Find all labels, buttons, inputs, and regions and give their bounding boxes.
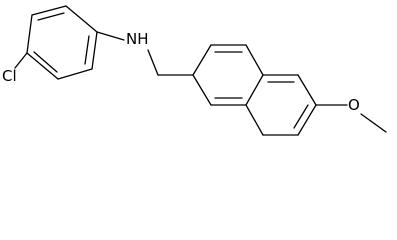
bond	[91, 31, 98, 70]
double-bond-inner	[293, 104, 309, 129]
bond	[26, 52, 59, 80]
bond	[297, 104, 317, 136]
chemical-structure-diagram: Cl NH O	[2, 5, 387, 136]
bond	[57, 68, 93, 80]
bond	[192, 44, 212, 76]
double-bond-inner	[84, 35, 90, 65]
bond-oxygen-methyl	[360, 113, 387, 133]
double-bond-inner	[33, 51, 58, 73]
naphthalene-ring-left	[192, 44, 264, 106]
chlorophenyl-ring	[26, 5, 98, 80]
amine-nh-label: NH	[126, 30, 149, 48]
double-bond-inner	[37, 12, 65, 21]
bond	[245, 74, 264, 106]
bond	[65, 5, 98, 33]
bond	[26, 14, 33, 54]
bond-chlorine	[14, 52, 28, 69]
bond	[31, 5, 67, 16]
oxygen-atom-label: O	[348, 96, 360, 114]
bond	[245, 44, 264, 76]
chlorine-atom-label: Cl	[2, 67, 17, 85]
bond	[192, 74, 212, 106]
naphthalene-ring-right	[245, 74, 317, 136]
bond	[245, 104, 264, 136]
bond	[297, 74, 317, 106]
bond-nitrogen-methylene	[147, 49, 159, 76]
bond-ring-nitrogen	[96, 31, 125, 41]
